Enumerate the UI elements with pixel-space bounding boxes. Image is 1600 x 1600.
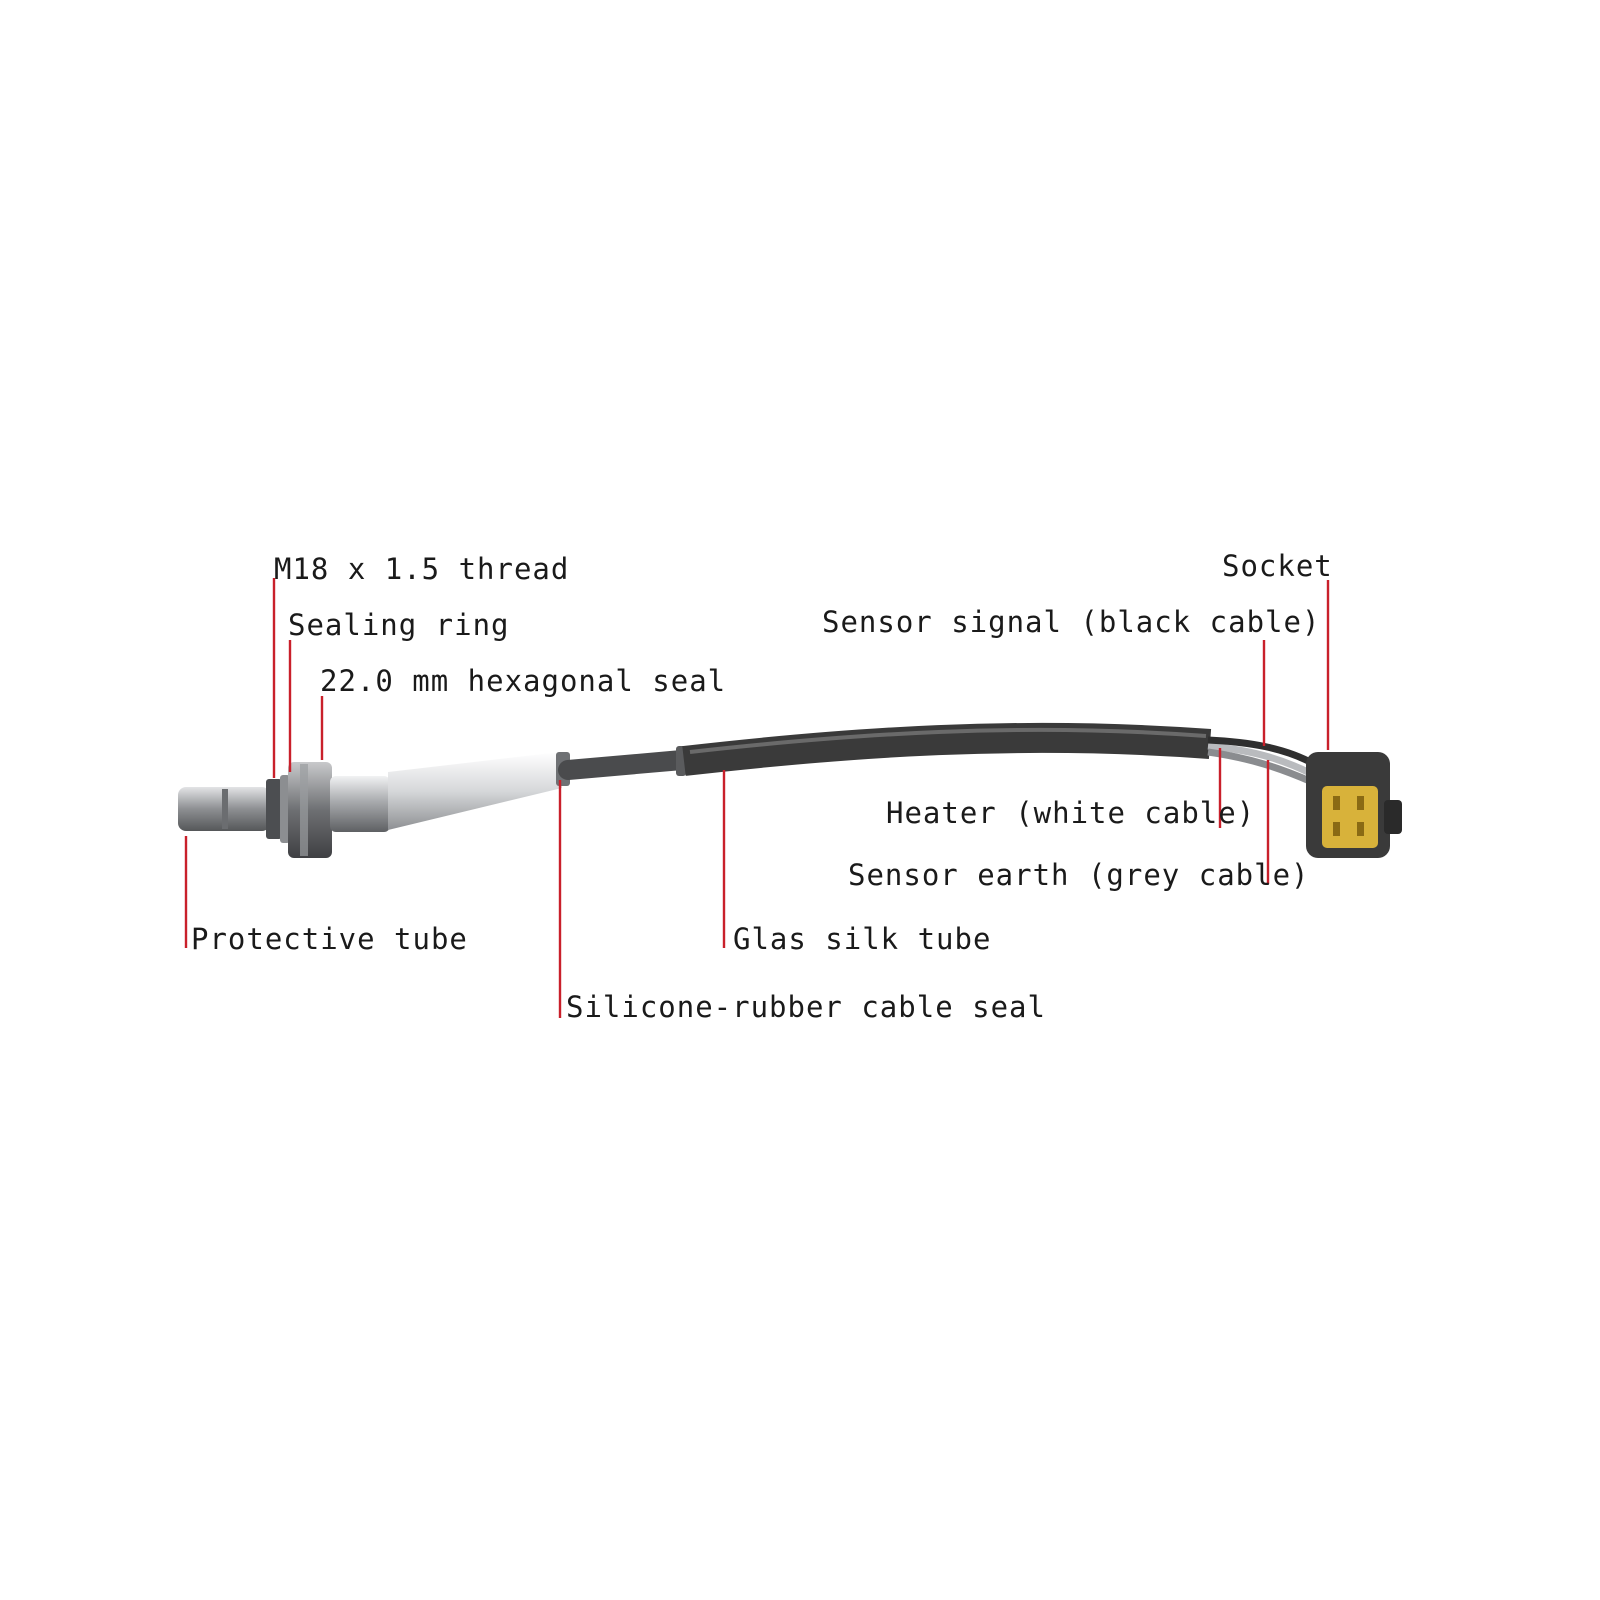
- sensor-body-shape: [330, 776, 390, 832]
- hex-seal-face: [300, 764, 308, 856]
- label-protective-tube: Protective tube: [191, 922, 468, 956]
- socket-latch-shape: [1384, 800, 1402, 834]
- label-m18-thread: M18 x 1.5 thread: [274, 552, 570, 586]
- label-sensor-signal: Sensor signal (black cable): [822, 605, 1321, 639]
- glas-silk-tube-highlight: [689, 727, 1207, 754]
- label-sealing-ring: Sealing ring: [288, 608, 510, 642]
- label-sensor-earth: Sensor earth (grey cable): [848, 858, 1310, 892]
- socket-pin: [1333, 822, 1340, 836]
- hex-seal-shape: [288, 762, 332, 858]
- socket-face-shape: [1322, 786, 1378, 848]
- socket-pin: [1333, 796, 1340, 810]
- socket-pin: [1357, 822, 1364, 836]
- label-heater: Heater (white cable): [886, 796, 1256, 830]
- sealing-ring-shape: [280, 775, 290, 843]
- label-glas-silk-tube: Glas silk tube: [733, 922, 992, 956]
- protective-tube-groove: [222, 789, 228, 829]
- glas-silk-tube-shape: [682, 722, 1212, 776]
- label-hex-seal: 22.0 mm hexagonal seal: [320, 664, 727, 698]
- inner-cable-shape: [558, 750, 692, 780]
- label-socket: Socket: [1222, 549, 1333, 583]
- sensor-sleeve-shape: [388, 752, 562, 830]
- white-cable-shape: [1207, 742, 1314, 778]
- thread-shape: [266, 779, 282, 839]
- black-cable-shape: [1207, 736, 1316, 768]
- socket-pin: [1357, 796, 1364, 810]
- label-silicone-seal: Silicone-rubber cable seal: [566, 990, 1046, 1024]
